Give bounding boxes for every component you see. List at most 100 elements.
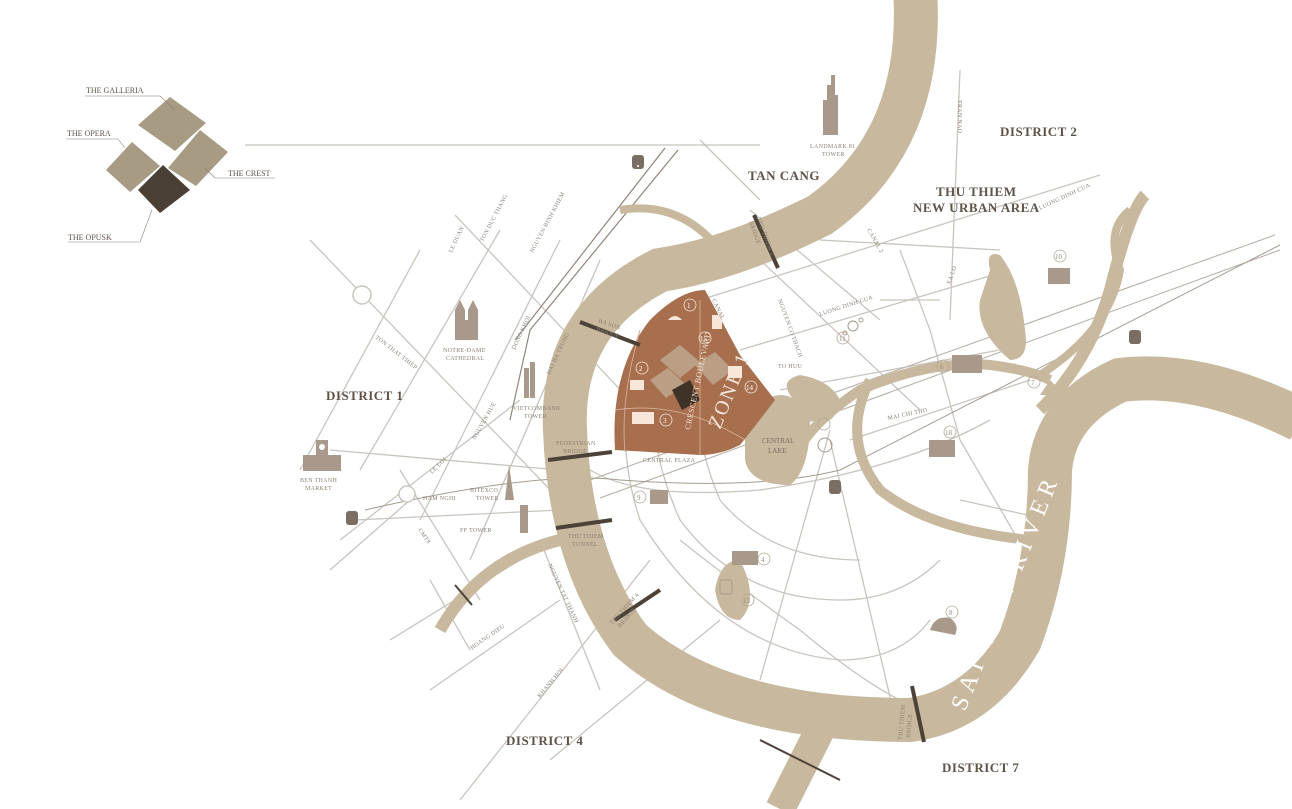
label-cmt8: CMT8	[416, 528, 431, 546]
label-thu-thiem-tunnel: THU THIEM	[568, 534, 604, 540]
marker-10[interactable]: 10	[1055, 253, 1063, 261]
label-central-lake-2: LAKE	[768, 447, 787, 455]
label-thu-thiem: THU THIEM	[936, 184, 1016, 199]
tower-icon[interactable]	[524, 362, 535, 398]
tower-icon[interactable]	[520, 505, 528, 533]
label-district-2: DISTRICT 2	[1000, 124, 1077, 139]
marker-2[interactable]: 2	[639, 365, 643, 373]
key-the-opusk[interactable]	[138, 165, 190, 213]
landmark-icons	[303, 75, 1141, 635]
key-label-the-opera: THE OPERA	[67, 129, 111, 138]
marker-13[interactable]: 13	[743, 597, 751, 605]
metro-icon[interactable]	[829, 480, 841, 494]
key-label-the-galleria: THE GALLERIA	[86, 86, 144, 95]
label-ton-that-thiep: TON THAT THIEP	[374, 335, 419, 372]
marker-18[interactable]: 18	[945, 429, 953, 437]
area-labels: CENTRAL LAKE CENTRAL PLAZA	[643, 437, 794, 464]
stadium-icon[interactable]	[719, 579, 733, 595]
label-bitexco: BITEXCO	[470, 488, 498, 494]
key-the-opera[interactable]	[106, 142, 160, 192]
label-thu-thiem-bridge: THU THIEM	[898, 704, 907, 740]
saigon-river	[434, 0, 1292, 809]
marker-14[interactable]: 14	[746, 384, 754, 392]
building-icon[interactable]	[1048, 268, 1070, 284]
label-tan-cang: TAN CANG	[748, 168, 820, 183]
label-new-urban-area: NEW URBAN AREA	[913, 200, 1040, 215]
label-bitexco-2: TOWER	[476, 496, 499, 502]
bridges	[454, 214, 926, 781]
label-vietcombank: VIETCOMBANK	[513, 406, 561, 412]
label-district-7: DISTRICT 7	[942, 760, 1019, 775]
label-to-huu: TO HUU	[778, 364, 803, 370]
marker-1[interactable]: 1	[687, 302, 691, 310]
tower-icon[interactable]	[505, 465, 514, 500]
hospital-icon[interactable]	[952, 355, 982, 373]
label-xa-lo: XA LO	[946, 265, 958, 286]
building-icon[interactable]	[728, 366, 742, 378]
building-icon[interactable]	[732, 551, 758, 565]
label-ff-tower: FF TOWER	[460, 528, 492, 534]
label-hoang-dieu: HOANG DIEU	[470, 623, 507, 651]
metro-icon[interactable]	[632, 155, 644, 169]
label-canal-2: CANAL 2	[865, 228, 884, 254]
label-luong-dinh-cua: LUONG DINH CUA	[1038, 183, 1091, 212]
key-label-the-opusk: THE OPUSK	[68, 233, 112, 242]
label-district-4: DISTRICT 4	[506, 733, 583, 748]
zone-1[interactable]	[614, 290, 775, 455]
label-thu-thiem-bridge-2: BRIDGE	[906, 714, 914, 739]
label-thu-thiem-tunnel-2: TUNNEL	[572, 542, 598, 548]
roundabout-icon	[352, 285, 372, 305]
label-le-duan: LE DUAN	[448, 225, 466, 253]
label-nguyen-hue: NGUYEN HUE	[472, 401, 498, 441]
marker-8[interactable]: 8	[949, 609, 953, 617]
tower-icon[interactable]	[823, 75, 838, 135]
building-icon[interactable]	[929, 440, 955, 457]
markers: 1 2 3 4 6 7 8 9 10 11 13 14 15 18	[633, 249, 1067, 619]
label-ham-nghi: HAM NGHI	[423, 496, 456, 502]
building-icon[interactable]	[632, 412, 654, 424]
landmark-labels: LANDMARK 81 TOWER NOTRE-DAME CATHEDRAL V…	[300, 144, 855, 534]
district-labels: DISTRICT 1 DISTRICT 2 DISTRICT 4 DISTRIC…	[326, 124, 1077, 775]
key-the-crest[interactable]	[168, 130, 228, 186]
marker-3[interactable]: 3	[663, 417, 667, 425]
label-mai-chi-tho: MAI CHI THO	[887, 408, 928, 422]
metro-icon[interactable]	[1129, 330, 1141, 344]
label-notre-dame: NOTRE-DAME	[443, 348, 486, 354]
building-icon[interactable]	[712, 315, 722, 329]
globe-icon[interactable]	[817, 437, 833, 453]
label-pedestrian-bridge-2: BRIDGE	[563, 449, 587, 455]
key-label-the-crest: THE CREST	[228, 169, 271, 178]
molecule-icon[interactable]	[842, 317, 864, 336]
label-landmark81-2: TOWER	[822, 152, 845, 158]
marker-6[interactable]: 6	[940, 363, 944, 371]
label-landmark81: LANDMARK 81	[810, 144, 855, 150]
label-vietcombank-2: TOWER	[524, 414, 547, 420]
label-khanh-hoi: KHANH HOI	[537, 667, 565, 699]
marker-15[interactable]: 15	[700, 335, 708, 343]
marker-7[interactable]: 7	[1031, 379, 1035, 387]
opera-icon[interactable]	[668, 316, 682, 320]
cathedral-icon[interactable]	[455, 300, 478, 340]
label-tran-nao: TRAN NAO	[956, 100, 962, 134]
park-icon[interactable]	[930, 617, 957, 636]
marker-4[interactable]: 4	[761, 556, 765, 564]
label-luong-dinh-cua-2: LUONG DINH CUA	[819, 295, 874, 318]
roundabout-icon	[398, 485, 416, 503]
label-district-1: DISTRICT 1	[326, 388, 403, 403]
metro-icon[interactable]	[346, 511, 358, 525]
label-pedestrian-bridge: PEDESTRIAN	[556, 441, 596, 447]
label-central-lake: CENTRAL	[762, 437, 794, 445]
marker-11[interactable]: 11	[839, 335, 846, 343]
building-icon[interactable]	[630, 380, 644, 390]
label-ben-thanh-2: MARKET	[305, 486, 332, 492]
label-central-plaza: CENTRAL PLAZA	[643, 458, 696, 464]
label-ton-duc-thang: TON DUC THANG	[479, 193, 509, 243]
key-the-galleria[interactable]	[138, 97, 206, 151]
market-icon[interactable]	[303, 440, 341, 471]
marker-9[interactable]: 9	[637, 494, 641, 502]
church-icon[interactable]	[650, 490, 668, 504]
label-ben-thanh: BEN THANH	[300, 478, 337, 484]
key-map: THE GALLERIA THE OPERA THE CREST THE OPU…	[66, 86, 275, 243]
label-notre-dame-2: CATHEDRAL	[446, 356, 484, 362]
